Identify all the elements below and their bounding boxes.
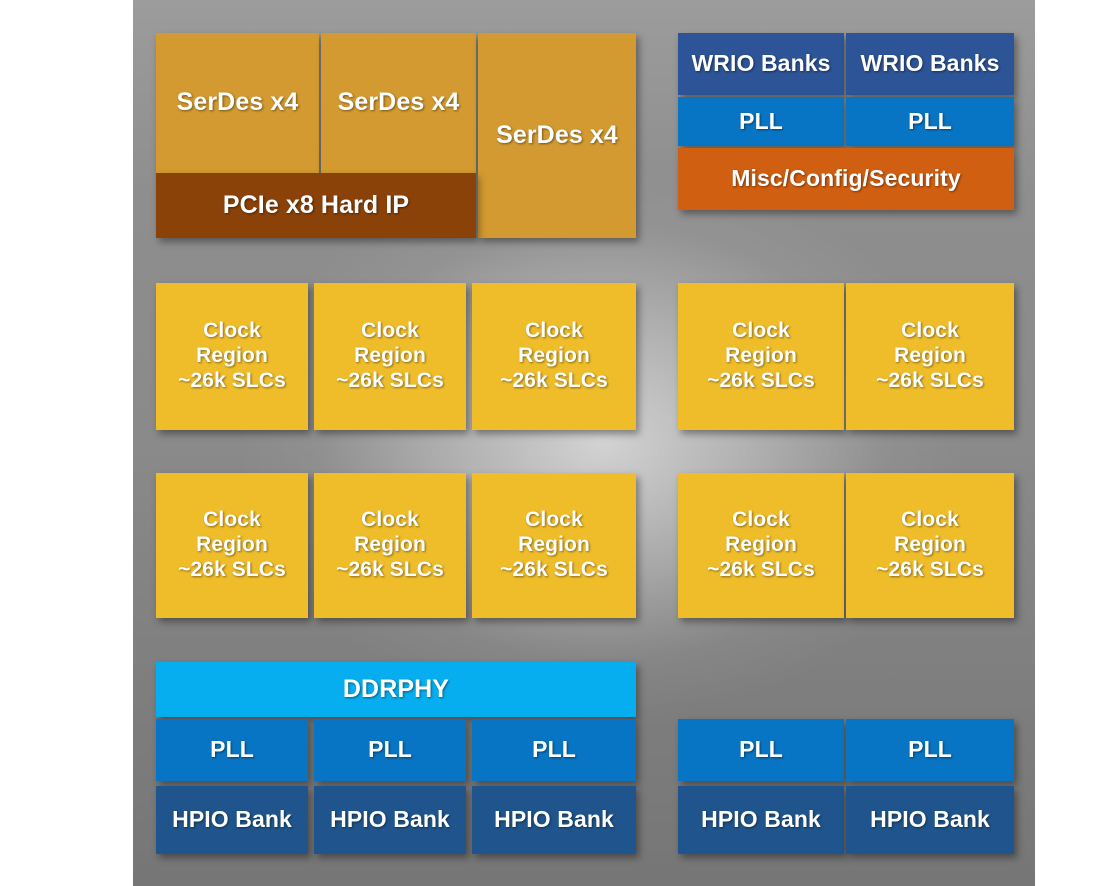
block-label: HPIO Bank bbox=[172, 806, 292, 833]
block-label: Clock Region ~26k SLCs bbox=[500, 508, 608, 581]
block-label: HPIO Bank bbox=[701, 806, 821, 833]
block-clock-region[interactable]: Clock Region ~26k SLCs bbox=[472, 473, 636, 618]
block-wrio-banks-2[interactable]: WRIO Banks bbox=[846, 33, 1014, 95]
block-label: HPIO Bank bbox=[870, 806, 990, 833]
block-label: PLL bbox=[532, 736, 576, 763]
block-clock-region[interactable]: Clock Region ~26k SLCs bbox=[846, 283, 1014, 430]
block-label: PLL bbox=[739, 736, 783, 763]
block-hpio-bank-right-1[interactable]: HPIO Bank bbox=[678, 786, 844, 854]
block-label: PLL bbox=[908, 107, 952, 134]
block-pll-bottom-2[interactable]: PLL bbox=[314, 719, 466, 781]
block-label: Clock Region ~26k SLCs bbox=[178, 319, 286, 392]
block-label: HPIO Bank bbox=[330, 806, 450, 833]
block-label: Clock Region ~26k SLCs bbox=[876, 508, 984, 581]
block-label: PLL bbox=[908, 736, 952, 763]
block-clock-region[interactable]: Clock Region ~26k SLCs bbox=[678, 283, 844, 430]
block-label: Clock Region ~26k SLCs bbox=[336, 319, 444, 392]
block-label: Clock Region ~26k SLCs bbox=[707, 319, 815, 392]
block-clock-region[interactable]: Clock Region ~26k SLCs bbox=[156, 283, 308, 430]
block-label: Clock Region ~26k SLCs bbox=[707, 508, 815, 581]
block-pll-bottom-right-1[interactable]: PLL bbox=[678, 719, 844, 781]
die-canvas: SerDes x4 SerDes x4 SerDes x4 PCIe x8 Ha… bbox=[133, 0, 1035, 886]
block-label: PLL bbox=[368, 736, 412, 763]
block-label: SerDes x4 bbox=[176, 88, 299, 117]
block-label: Clock Region ~26k SLCs bbox=[876, 319, 984, 392]
block-pcie-hard-ip[interactable]: PCIe x8 Hard IP bbox=[156, 173, 476, 238]
block-hpio-bank-right-2[interactable]: HPIO Bank bbox=[846, 786, 1014, 854]
block-wrio-banks-1[interactable]: WRIO Banks bbox=[678, 33, 844, 95]
block-label: Clock Region ~26k SLCs bbox=[500, 319, 608, 392]
block-label: Misc/Config/Security bbox=[731, 165, 961, 192]
block-label: SerDes x4 bbox=[496, 120, 618, 149]
block-hpio-bank-2[interactable]: HPIO Bank bbox=[314, 786, 466, 854]
block-pll-top-1[interactable]: PLL bbox=[678, 97, 844, 146]
block-label: Clock Region ~26k SLCs bbox=[178, 508, 286, 581]
block-hpio-bank-1[interactable]: HPIO Bank bbox=[156, 786, 308, 854]
block-clock-region[interactable]: Clock Region ~26k SLCs bbox=[314, 473, 466, 618]
block-pll-bottom-3[interactable]: PLL bbox=[472, 719, 636, 781]
block-clock-region[interactable]: Clock Region ~26k SLCs bbox=[156, 473, 308, 618]
block-label: PLL bbox=[739, 107, 783, 134]
block-label: SerDes x4 bbox=[337, 88, 460, 117]
block-misc-config-security[interactable]: Misc/Config/Security bbox=[678, 148, 1014, 210]
block-label: WRIO Banks bbox=[860, 50, 1000, 77]
block-clock-region[interactable]: Clock Region ~26k SLCs bbox=[314, 283, 466, 430]
block-label: WRIO Banks bbox=[691, 50, 831, 77]
block-ddrphy[interactable]: DDRPHY bbox=[156, 662, 636, 717]
block-clock-region[interactable]: Clock Region ~26k SLCs bbox=[846, 473, 1014, 618]
block-label: PCIe x8 Hard IP bbox=[222, 190, 410, 219]
block-label: HPIO Bank bbox=[494, 806, 614, 833]
block-clock-region[interactable]: Clock Region ~26k SLCs bbox=[472, 283, 636, 430]
block-serdes-2[interactable]: SerDes x4 bbox=[321, 33, 476, 173]
block-hpio-bank-3[interactable]: HPIO Bank bbox=[472, 786, 636, 854]
block-label: PLL bbox=[210, 736, 254, 763]
block-serdes-1[interactable]: SerDes x4 bbox=[156, 33, 319, 173]
block-serdes-3[interactable]: SerDes x4 bbox=[478, 33, 636, 238]
block-pll-bottom-1[interactable]: PLL bbox=[156, 719, 308, 781]
block-label: Clock Region ~26k SLCs bbox=[336, 508, 444, 581]
block-pll-top-2[interactable]: PLL bbox=[846, 97, 1014, 146]
block-pll-bottom-right-2[interactable]: PLL bbox=[846, 719, 1014, 781]
block-label: DDRPHY bbox=[342, 674, 450, 703]
block-clock-region[interactable]: Clock Region ~26k SLCs bbox=[678, 473, 844, 618]
